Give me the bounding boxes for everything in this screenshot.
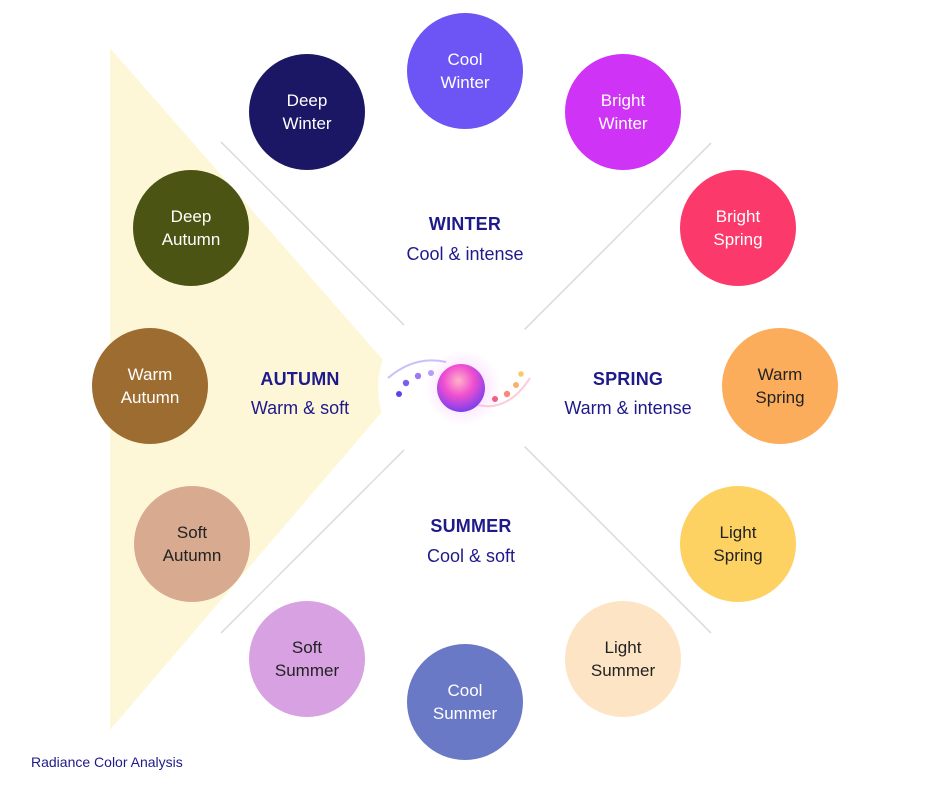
season-label-autumn: AUTUMN Warm & soft bbox=[215, 369, 385, 419]
season-label-summer: SUMMER Cool & soft bbox=[386, 516, 556, 567]
season-name-winter: WINTER bbox=[428, 214, 502, 234]
circle-soft-autumn: Soft Autumn bbox=[134, 486, 250, 602]
season-label-spring: SPRING Warm & intense bbox=[543, 369, 713, 419]
circle-bright-spring: Bright Spring bbox=[680, 170, 796, 286]
season-desc-summer: Cool & soft bbox=[426, 546, 516, 566]
circle-warm-autumn: Warm Autumn bbox=[92, 328, 208, 444]
season-desc-spring: Warm & intense bbox=[564, 398, 692, 418]
divider-bottom-right bbox=[522, 444, 712, 634]
circle-bright-winter: Bright Winter bbox=[565, 54, 681, 170]
circle-light-spring: Light Spring bbox=[680, 486, 796, 602]
season-desc-autumn: Warm & soft bbox=[250, 398, 350, 418]
season-name-spring: SPRING bbox=[592, 369, 664, 389]
season-desc-winter: Cool & intense bbox=[406, 244, 524, 264]
season-name-autumn: AUTUMN bbox=[260, 369, 340, 389]
divider-top-right bbox=[522, 142, 712, 332]
center-orb-icon bbox=[387, 350, 531, 426]
divider-top-left bbox=[220, 141, 405, 326]
brand-caption: Radiance Color Analysis bbox=[31, 754, 183, 770]
circle-deep-autumn: Deep Autumn bbox=[133, 170, 249, 286]
circle-light-summer: Light Summer bbox=[565, 601, 681, 717]
season-label-winter: WINTER Cool & intense bbox=[380, 214, 550, 265]
circle-soft-summer: Soft Summer bbox=[249, 601, 365, 717]
circle-deep-winter: Deep Winter bbox=[249, 54, 365, 170]
circle-cool-summer: Cool Summer bbox=[407, 644, 523, 760]
season-name-summer: SUMMER bbox=[430, 516, 512, 536]
circle-warm-spring: Warm Spring bbox=[722, 328, 838, 444]
divider-bottom-left bbox=[220, 449, 405, 634]
circle-cool-winter: Cool Winter bbox=[407, 13, 523, 129]
